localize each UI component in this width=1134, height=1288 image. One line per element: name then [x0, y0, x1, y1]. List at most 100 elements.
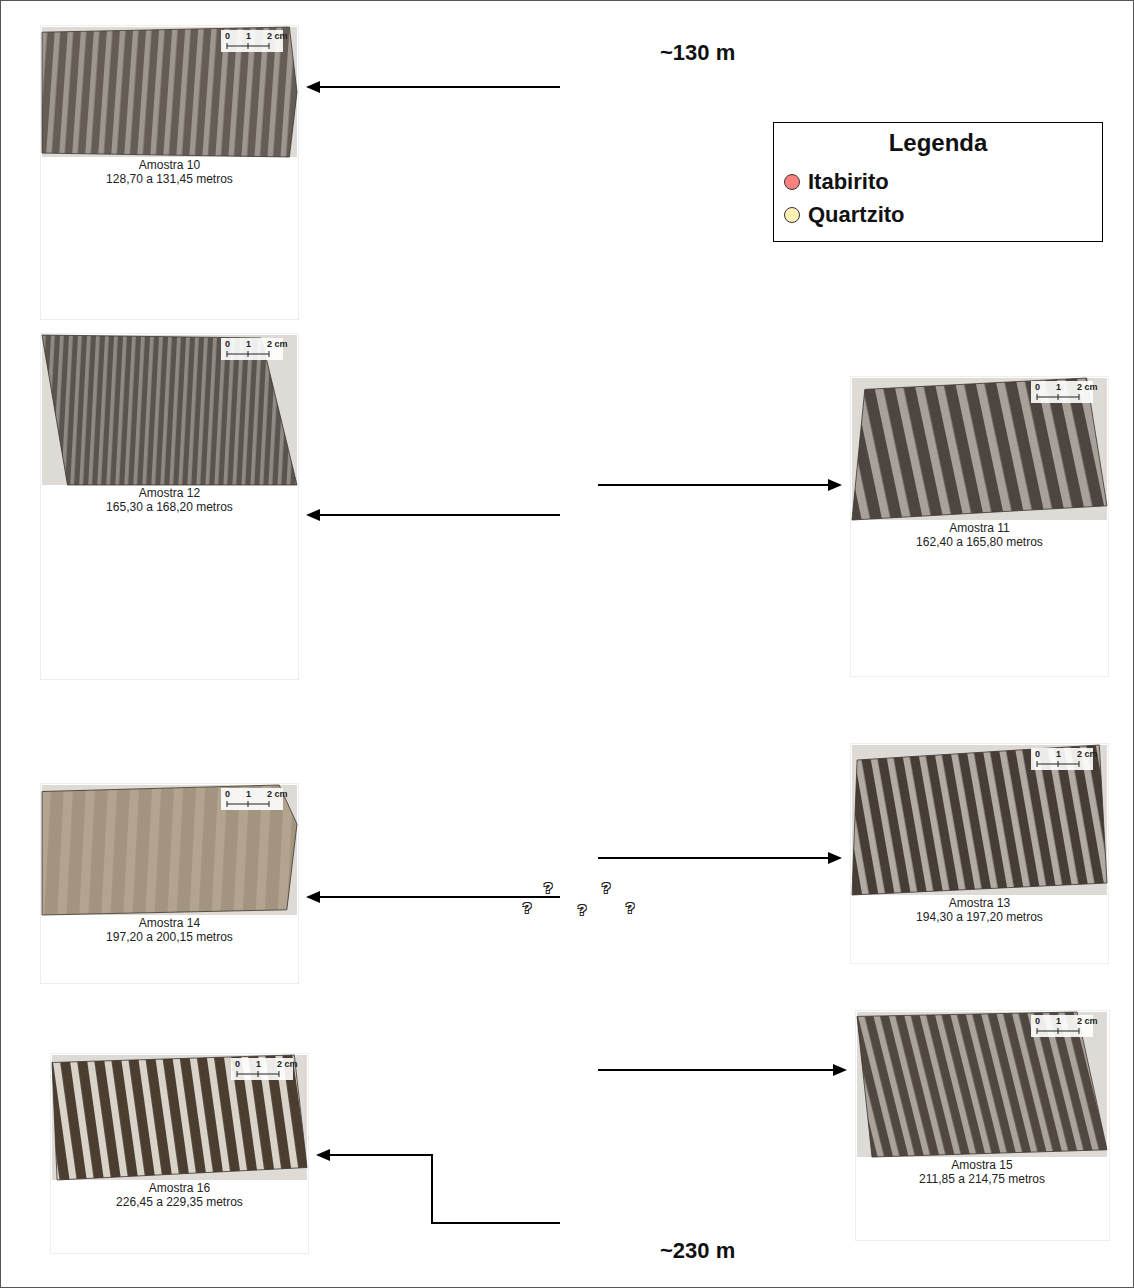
scale-tick — [258, 1071, 259, 1077]
legend-box: LegendaItabiritoQuartzito — [773, 122, 1103, 242]
core-sample-photo: Amostra 12165,30 a 168,20 metros — [42, 335, 297, 516]
arrow-head — [828, 479, 842, 491]
scale-text: 1 — [246, 789, 251, 799]
photo-frame — [856, 1011, 1110, 1241]
depth-interval: 162,40 a 165,80 metros — [916, 536, 1043, 549]
depth-label: ~130 m — [660, 40, 735, 66]
scale-tick — [1037, 761, 1038, 767]
arrow-line — [598, 857, 828, 859]
photo-background — [852, 378, 1107, 520]
photo-frame — [41, 26, 299, 320]
question-mark: ? — [543, 880, 552, 895]
scale-text: 2 cm — [267, 339, 288, 349]
sample-name: Amostra 13 — [949, 897, 1010, 910]
arrow-line — [330, 1155, 560, 1223]
arrow-head — [828, 852, 842, 864]
arrow-head — [833, 1064, 847, 1076]
photo-background — [42, 27, 297, 157]
scale-tick — [227, 801, 228, 807]
legend-swatch — [784, 174, 800, 190]
scale-text: 2 cm — [1077, 382, 1098, 392]
band-outline — [509, 868, 653, 918]
depth-interval: 128,70 a 131,45 metros — [106, 173, 233, 186]
scale-tick — [227, 351, 228, 357]
scale-tick — [1037, 394, 1038, 400]
photo-frame — [851, 744, 1109, 964]
core-photo — [42, 27, 297, 157]
question-mark: ? — [522, 900, 531, 915]
photo-frames — [41, 26, 1110, 1254]
depth-interval: 194,30 a 197,20 metros — [916, 911, 1043, 924]
sample-name: Amostra 11 — [949, 522, 1009, 535]
core-sample — [852, 745, 1107, 895]
legend-text: Itabirito — [808, 169, 889, 195]
photo-background — [42, 335, 297, 485]
scale-tick — [1058, 761, 1059, 767]
question-mark: ? — [625, 900, 634, 915]
core-sample — [42, 785, 297, 915]
scale-text: 0 — [225, 31, 230, 41]
scale-text: 0 — [225, 789, 230, 799]
arrow-connector — [306, 891, 560, 903]
core-photo — [852, 745, 1107, 895]
core-sample — [42, 27, 297, 157]
arrow-line — [598, 1069, 833, 1071]
legend-text: Quartzito — [808, 202, 905, 228]
scale-tick — [1079, 394, 1080, 400]
core-sample-photo: Amostra 13194,30 a 197,20 metros — [852, 745, 1107, 926]
legend-swatch — [784, 207, 800, 223]
scale-text: 1 — [1056, 382, 1061, 392]
scale-tick — [269, 43, 270, 49]
arrow-line — [598, 484, 828, 486]
arrow-head — [306, 891, 320, 903]
core-sample-photo: Amostra 15211,85 a 214,75 metros — [857, 1012, 1107, 1188]
depth-interval: 165,30 a 168,20 metros — [106, 501, 233, 514]
sample-name: Amostra 16 — [149, 1182, 210, 1195]
core-photo — [42, 785, 297, 915]
scale-text: 1 — [256, 1059, 261, 1069]
scale-tick — [1037, 1028, 1038, 1034]
scale-text: 1 — [246, 31, 251, 41]
arrow-head — [306, 509, 320, 521]
depth-interval: 211,85 a 214,75 metros — [919, 1173, 1045, 1186]
core-photo — [852, 378, 1107, 520]
core-photo — [42, 335, 297, 485]
scale-tick — [1058, 1028, 1059, 1034]
arrow-connector — [316, 1149, 560, 1223]
arrow-line — [320, 896, 560, 898]
legend-title: Legenda — [889, 129, 988, 157]
photo-frame — [41, 334, 299, 680]
core-sample-photo: Amostra 14197,20 a 200,15 metros — [42, 785, 297, 946]
scale-text: 1 — [246, 339, 251, 349]
core-sample — [42, 335, 297, 485]
scale-text: 2 cm — [267, 31, 288, 41]
scale-tick — [248, 351, 249, 357]
scale-tick — [227, 43, 228, 49]
core-sample-photo: Amostra 16226,45 a 229,35 metros — [52, 1055, 307, 1211]
scale-tick — [269, 801, 270, 807]
scale-text: 0 — [1035, 382, 1040, 392]
sample-name: Amostra 14 — [139, 917, 200, 930]
scale-text: 0 — [225, 339, 230, 349]
scale-tick — [269, 351, 270, 357]
core-photo — [857, 1012, 1107, 1157]
scale-text: 0 — [235, 1059, 240, 1069]
cylinder-top — [509, 1, 653, 25]
scale-text: 1 — [1056, 1016, 1061, 1026]
arrow-connector — [598, 852, 842, 864]
arrow-line — [320, 514, 560, 516]
scale-text: 0 — [1035, 1016, 1040, 1026]
scale-tick — [248, 43, 249, 49]
cylinder-shape — [508, 0, 653, 1272]
scale-text: 2 cm — [1077, 749, 1098, 759]
photo-frame — [41, 784, 299, 984]
arrow-head — [306, 81, 320, 93]
question-mark: ? — [577, 902, 586, 917]
core-sample — [852, 378, 1107, 520]
core-sample-photo: Amostra 11162,40 a 165,80 metros — [852, 378, 1107, 551]
arrow-connector — [306, 81, 560, 93]
photo-background — [52, 1055, 307, 1180]
photo-background — [42, 785, 297, 915]
photo-frame — [51, 1054, 309, 1254]
scale-tick — [1079, 761, 1080, 767]
